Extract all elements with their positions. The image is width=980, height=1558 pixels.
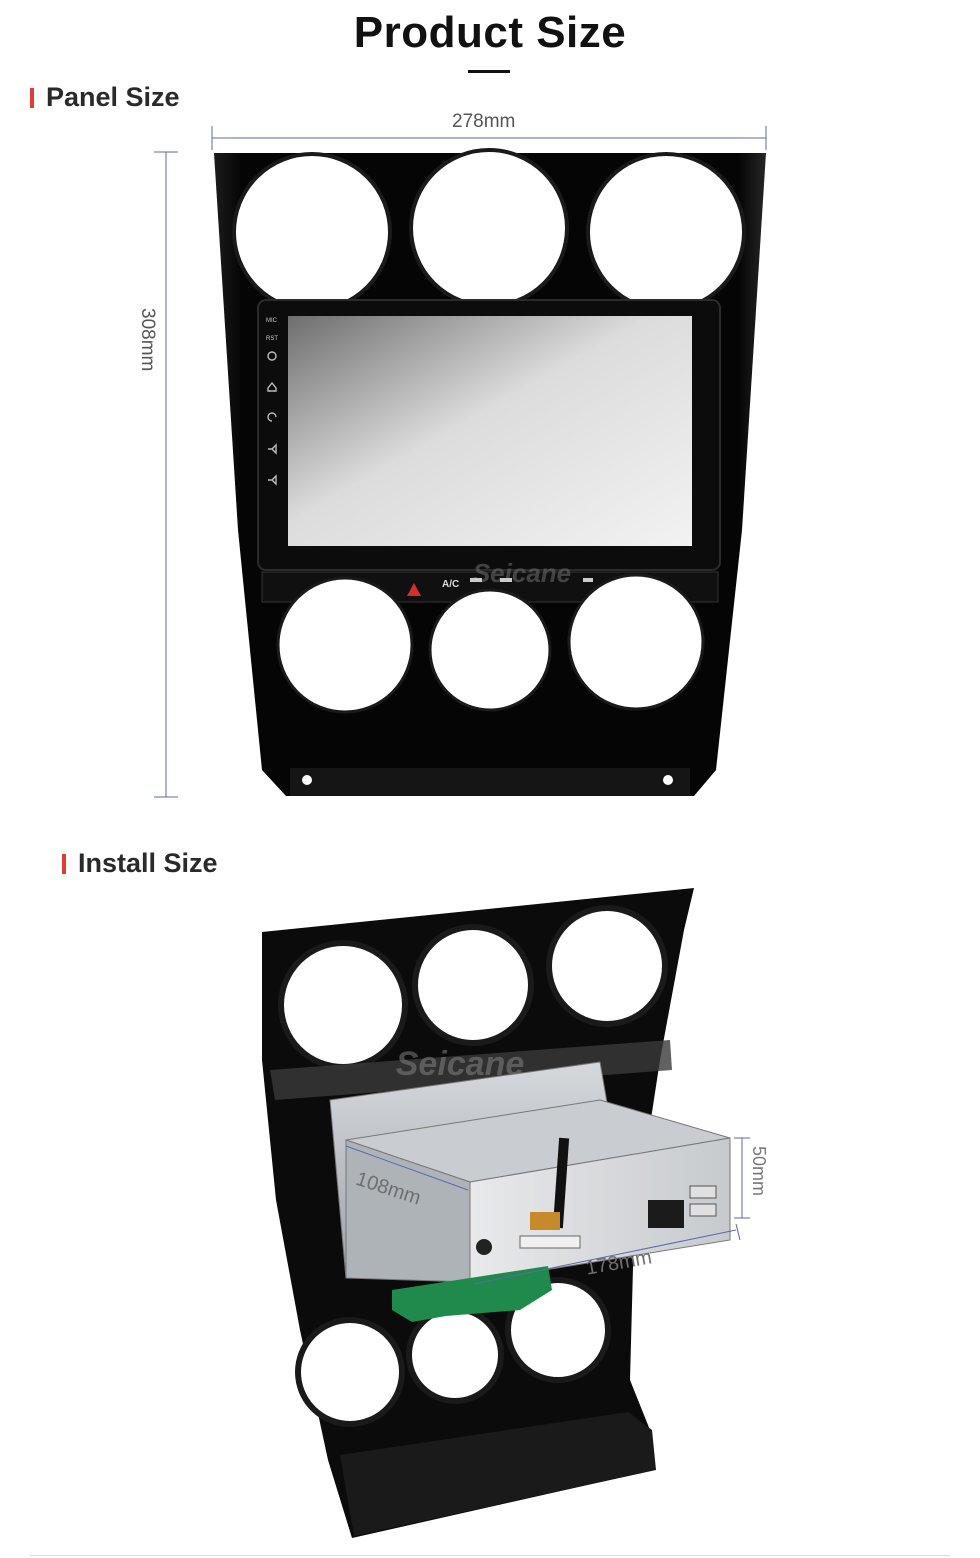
mount-hole	[302, 775, 312, 785]
screen	[288, 316, 692, 546]
accent-bar	[30, 87, 34, 108]
install-size-heading-text: Install Size	[78, 848, 218, 878]
title-underline	[468, 70, 510, 73]
back-vent-right	[546, 905, 668, 1027]
lower-vent-right	[567, 573, 705, 711]
ac-button: A/C	[442, 579, 460, 590]
install-height-dimension	[734, 1137, 750, 1219]
antenna-connector	[530, 1212, 560, 1230]
bottom-divider	[30, 1555, 950, 1556]
panel-height-dimension	[154, 151, 178, 798]
install-depth-dimension	[345, 1145, 469, 1191]
panel-size-heading: Panel Size	[30, 82, 180, 113]
radio-jack	[476, 1239, 492, 1255]
back-vent-center	[412, 924, 534, 1046]
back-vent-left	[278, 940, 408, 1070]
usb-port	[689, 1185, 717, 1199]
front-panel: Seicane	[214, 148, 766, 796]
install-width-dimension	[473, 1223, 741, 1285]
install-size-heading: Install Size	[62, 848, 218, 879]
top-vent-left	[232, 152, 392, 312]
rst-label: RST	[266, 336, 278, 342]
panel-width-dimension	[211, 126, 767, 150]
top-vent-right	[586, 152, 746, 312]
watermark: Seicane	[473, 558, 571, 588]
mic-label: MIC	[266, 318, 277, 324]
back-lower-vent-center	[406, 1306, 504, 1404]
circuit-board	[392, 1266, 552, 1322]
mount-hole	[663, 775, 673, 785]
top-vent-center	[409, 148, 569, 308]
hazard-icon	[407, 583, 421, 596]
lower-vent-left	[276, 576, 414, 714]
back-lower-vent-left	[295, 1317, 405, 1427]
install-height-label: 50mm	[749, 1146, 769, 1197]
accent-bar	[62, 853, 66, 874]
usb-port	[689, 1203, 717, 1217]
panel-width-label: 278mm	[452, 111, 516, 132]
back-lower-vent-right	[505, 1277, 611, 1383]
antenna	[552, 1137, 570, 1229]
panel-size-heading-text: Panel Size	[46, 82, 180, 112]
page-title: Product Size	[353, 8, 627, 57]
side-button-icons	[267, 351, 277, 486]
lower-vent-center	[428, 588, 552, 712]
wiring-connector	[648, 1200, 684, 1228]
install-illustration: Seicane	[262, 888, 731, 1538]
panel-height-label: 308mm	[137, 308, 158, 372]
